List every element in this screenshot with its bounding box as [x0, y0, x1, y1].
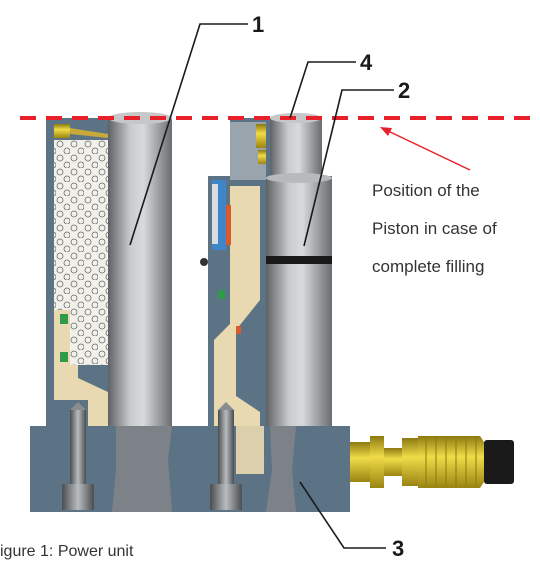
label-2: 2 — [398, 78, 410, 103]
breather-fitting — [54, 124, 108, 138]
seal-icon — [60, 352, 68, 362]
leader-line-4 — [289, 61, 356, 119]
base-block — [30, 400, 350, 512]
cylinder-1 — [108, 112, 172, 428]
leader-line-1 — [129, 23, 248, 246]
middle-housing — [200, 118, 270, 426]
label-3: 3 — [392, 536, 404, 561]
bolt-middle — [210, 402, 242, 510]
hydraulic-connector — [350, 436, 514, 488]
seal-icon — [60, 314, 68, 324]
annotation-line-3: complete filling — [372, 257, 484, 276]
label-1: 1 — [252, 12, 264, 37]
annotation-arrow — [380, 127, 471, 171]
annotation-line-1: Position of the — [372, 181, 480, 200]
annotation-line-2: Piston in case of — [372, 219, 497, 238]
left-housing — [46, 118, 112, 426]
leader-line-3 — [299, 481, 386, 549]
bolt-left — [62, 402, 94, 510]
seal-icon — [218, 290, 225, 299]
piston-cylinder — [266, 113, 332, 428]
leader-line-2 — [303, 89, 394, 247]
figure-caption: igure 1: Power unit — [0, 543, 134, 560]
label-4: 4 — [360, 50, 373, 75]
